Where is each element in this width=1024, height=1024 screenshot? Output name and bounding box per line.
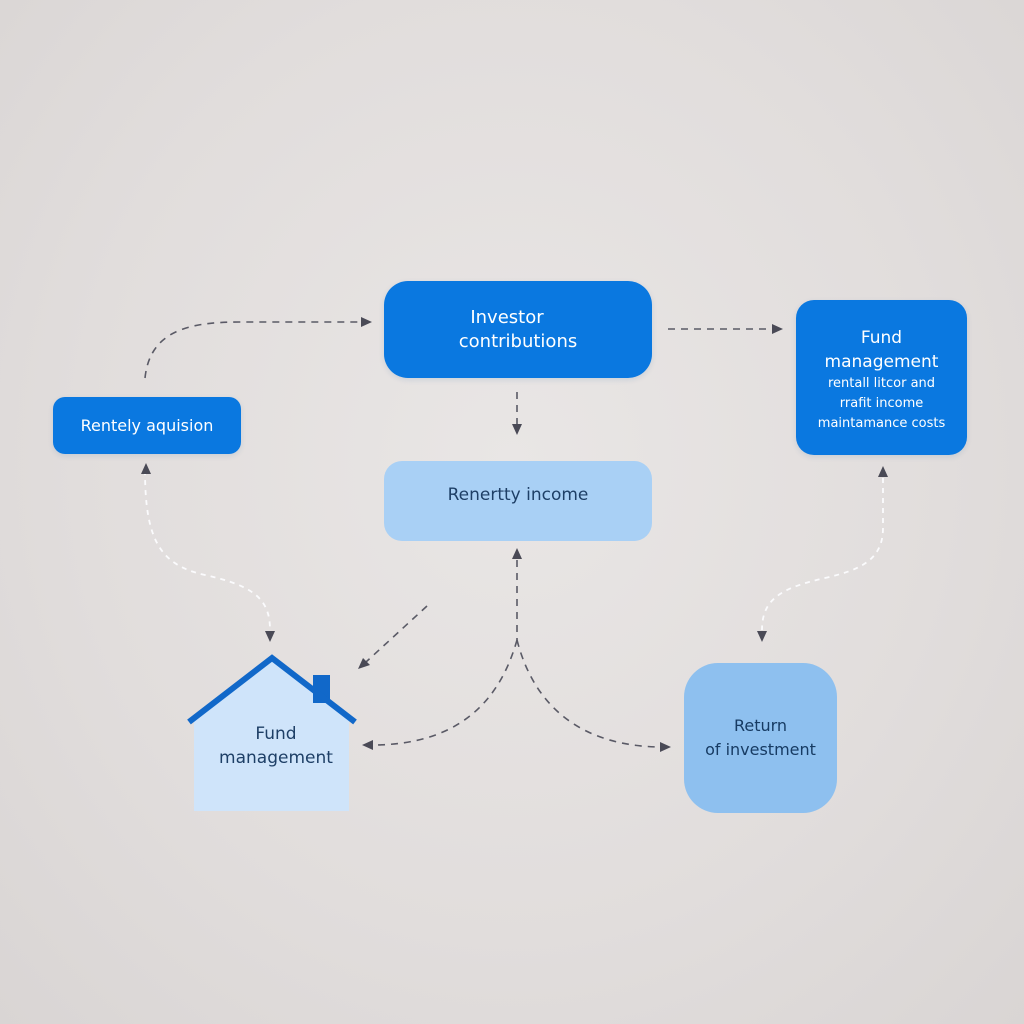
arrow-head-icon (358, 658, 370, 669)
node-rental-income: Renertty income (384, 461, 652, 541)
arrow-income-to-house (371, 639, 518, 746)
node-rental-acquisition-label: Rentely aquision (80, 416, 214, 435)
arrow-head-icon (772, 324, 783, 334)
arrow-head-icon (361, 317, 372, 327)
arrow-head-icon (757, 631, 767, 642)
arrow-income-to-roi (516, 639, 661, 748)
arrow-head-icon (660, 742, 671, 752)
house-icon (187, 654, 357, 811)
arrow-diagonal-to-house (365, 605, 428, 663)
node-fund-detail-line1: rentall litcor and (827, 375, 936, 391)
node-fund-title-line2: management (824, 351, 939, 372)
arrow-head-icon (512, 548, 522, 559)
node-investor-line1: Investor (470, 306, 544, 328)
house-label-line1: Fund (255, 724, 297, 744)
arrow-head-icon (362, 740, 373, 750)
arrow-house-to-acquisition (144, 469, 271, 631)
node-investor-contributions: Investor contributions (384, 281, 652, 378)
arrow-head-icon (141, 463, 151, 474)
node-fund-title-line1: Fund (860, 327, 903, 348)
arrow-acquisition-to-investor (144, 321, 362, 379)
node-fund-detail-line3: maintamance costs (817, 415, 946, 431)
node-fund-management: Fund management rentall litcor and rrafi… (796, 300, 967, 455)
arrow-head-icon (265, 631, 275, 642)
house-label: Fund management (198, 722, 354, 770)
node-roi-line1: Return (733, 716, 788, 735)
node-fund-detail-line2: rrafit income (839, 395, 924, 411)
arrow-roi-to-fund (761, 478, 884, 631)
node-rental-income-label: Renertty income (447, 485, 589, 505)
node-return-of-investment: Return of investment (684, 663, 837, 813)
node-investor-line2: contributions (458, 330, 578, 352)
arrow-head-icon (878, 466, 888, 477)
house-label-line2: management (219, 748, 333, 768)
node-roi-line2: of investment (705, 740, 816, 759)
node-rental-acquisition: Rentely aquision (53, 397, 241, 454)
arrow-head-icon (512, 424, 522, 435)
